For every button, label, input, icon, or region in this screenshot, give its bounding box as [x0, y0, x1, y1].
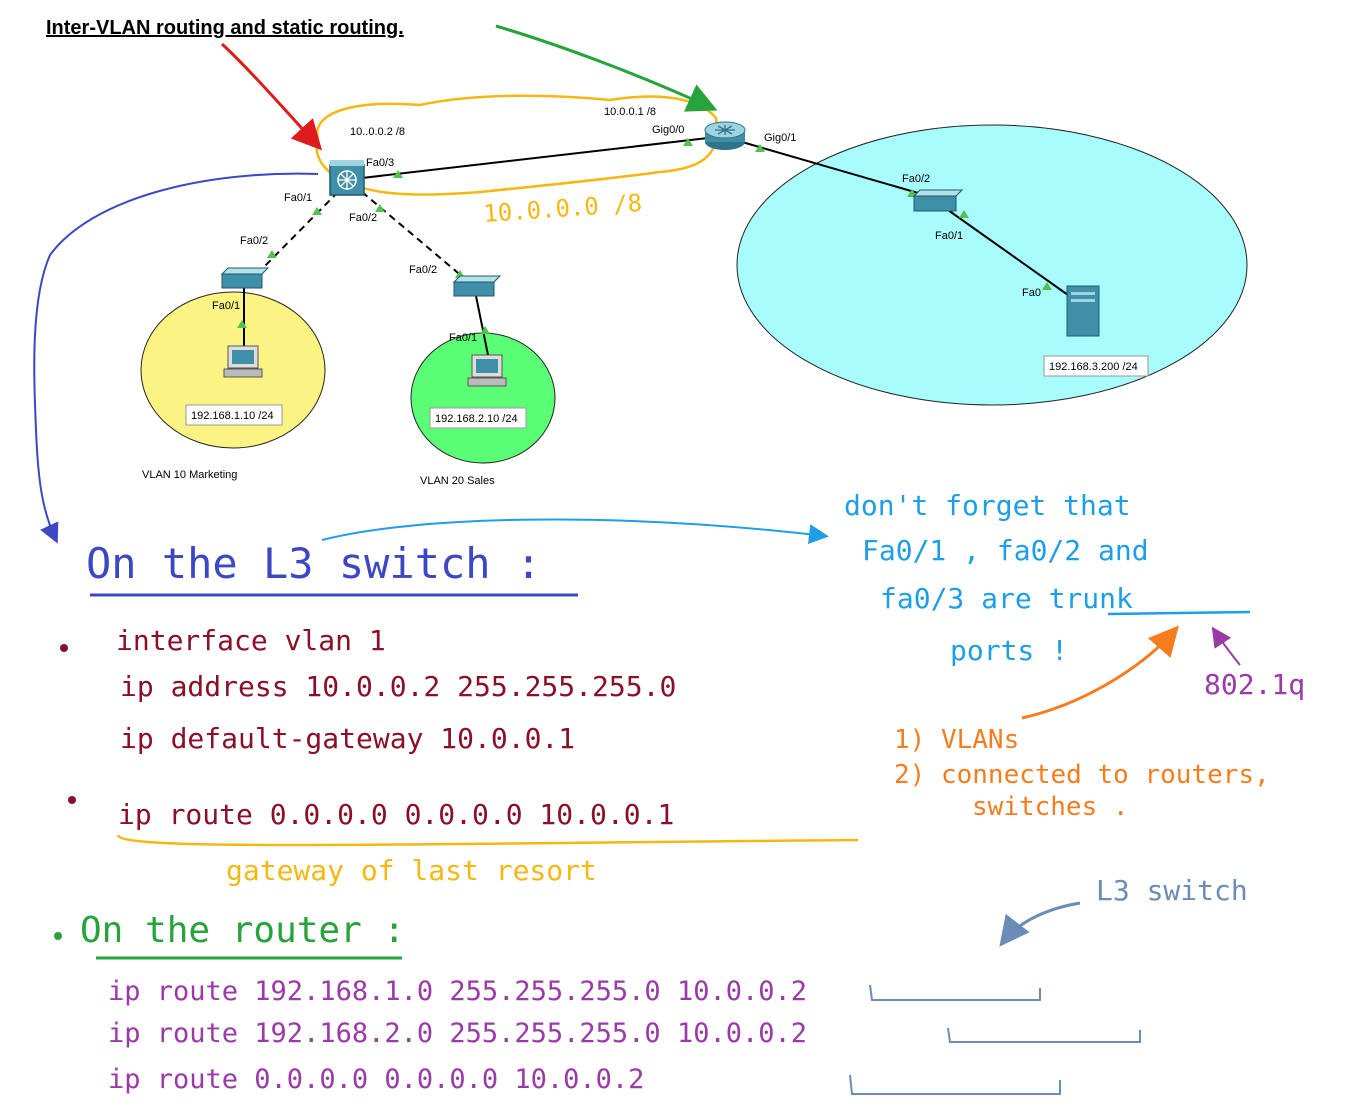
router-line-3-box [849, 1074, 1061, 1095]
port-label-l3-fa02: Fa0/2 [349, 212, 377, 224]
switch3-icon[interactable] [912, 189, 964, 212]
router-icon[interactable] [704, 121, 746, 150]
purple-arrow [1211, 626, 1241, 666]
ip-label-router: 10.0.0.1 /8 [604, 106, 656, 118]
ip-label-l3-switch: 10..0.0.2 /8 [350, 126, 405, 138]
ip-label-server: 192.168.3.200 /24 [1049, 361, 1138, 373]
l3-line-1: interface vlan 1 [116, 624, 386, 657]
pc2-ip-box [429, 407, 527, 429]
pc2-icon[interactable] [467, 354, 507, 387]
sales-zone [410, 332, 556, 464]
cyan-arrow [321, 518, 829, 545]
server-zone [736, 124, 1248, 406]
pc1-icon[interactable] [223, 345, 263, 378]
port-label-sw2-fa01: Fa0/1 [449, 332, 477, 344]
vlan-label-sales: VLAN 20 Sales [420, 475, 495, 487]
vlan-label-marketing: VLAN 10 Marketing [142, 469, 237, 481]
l3-line-4: ip route 0.0.0.0 0.0.0.0 10.0.0.1 [118, 798, 674, 831]
trunk-reason-3: switches . [972, 792, 1129, 822]
bullet-3 [54, 932, 62, 940]
port-label-l3-fa03: Fa0/3 [366, 157, 394, 169]
link-sw3-server [947, 209, 1069, 296]
trunk-reason-1: 1) VLANs [894, 725, 1019, 755]
page-title: Inter-VLAN routing and static routing. [46, 17, 404, 39]
link-router-sw3 [741, 141, 926, 196]
bullet-1 [60, 644, 68, 652]
router-line-2-box [947, 1027, 1141, 1043]
switch1-icon[interactable] [220, 267, 270, 289]
bullet-2 [68, 796, 76, 804]
l3-switch-note: L3 switch [1096, 874, 1248, 907]
link-network-note: 10.0.0.0 /8 [482, 189, 643, 228]
switch2-icon[interactable] [452, 275, 502, 297]
port-label-server-fa0: Fa0 [1022, 287, 1041, 299]
orange-arrow [1021, 625, 1179, 720]
link-highlight-loop [315, 94, 718, 196]
ip-label-pc1: 192.168.1.10 /24 [191, 410, 274, 422]
trunk-line-1: don't forget that [844, 489, 1131, 522]
l3-line-2: ip address 10.0.0.2 255.255.255.0 [120, 670, 676, 703]
l3-heading: On the L3 switch : [86, 539, 541, 588]
green-arrow [495, 24, 718, 112]
port-label-l3-fa01: Fa0/1 [284, 192, 312, 204]
router-line-1: ip route 192.168.1.0 255.255.255.0 10.0.… [108, 976, 807, 1007]
port-label-sw1-fa01: Fa0/1 [212, 300, 240, 312]
red-arrow [220, 42, 323, 151]
port-label-sw3-fa02: Fa0/2 [902, 173, 930, 185]
pc1-ip-box [185, 404, 283, 426]
port-label-sw2-fa02: Fa0/2 [409, 264, 437, 276]
trunk-reason-2: 2) connected to routers, [894, 760, 1270, 790]
link-sw2-pc2 [475, 295, 489, 356]
blue-arrow [33, 172, 319, 544]
trunk-line-2: Fa0/1 , fa0/2 and [862, 534, 1149, 567]
l3-route-underline [116, 834, 859, 847]
port-status-indicators [237, 138, 1052, 334]
port-label-router-gig01: Gig0/1 [764, 132, 796, 144]
router-heading: On the router : [80, 910, 405, 951]
server-ip-box [1043, 355, 1149, 377]
port-label-sw3-fa01: Fa0/1 [935, 230, 963, 242]
steel-arrow [999, 901, 1081, 947]
server-icon[interactable] [1066, 285, 1100, 337]
trunk-line-4: ports ! [950, 634, 1068, 667]
l3-line-3: ip default-gateway 10.0.0.1 [120, 722, 575, 755]
port-label-sw1-fa02: Fa0/2 [240, 235, 268, 247]
router-line-3: ip route 0.0.0.0 0.0.0.0 10.0.0.2 [108, 1064, 644, 1095]
link-l3-sw1 [255, 191, 339, 276]
trunk-underline [1107, 610, 1251, 616]
link-l3-router [361, 137, 709, 179]
dot1q-note: 802.1q [1204, 668, 1305, 701]
router-line-2: ip route 192.168.2.0 255.255.255.0 10.0.… [108, 1018, 807, 1049]
port-label-router-gig00: Gig0/0 [652, 124, 684, 136]
l3-switch-icon[interactable] [329, 160, 365, 196]
trunk-line-3: fa0/3 are trunk [880, 582, 1133, 615]
router-line-1-box [869, 984, 1041, 1001]
ip-label-pc2: 192.168.2.10 /24 [435, 413, 518, 425]
gateway-note: gateway of last resort [226, 854, 597, 887]
